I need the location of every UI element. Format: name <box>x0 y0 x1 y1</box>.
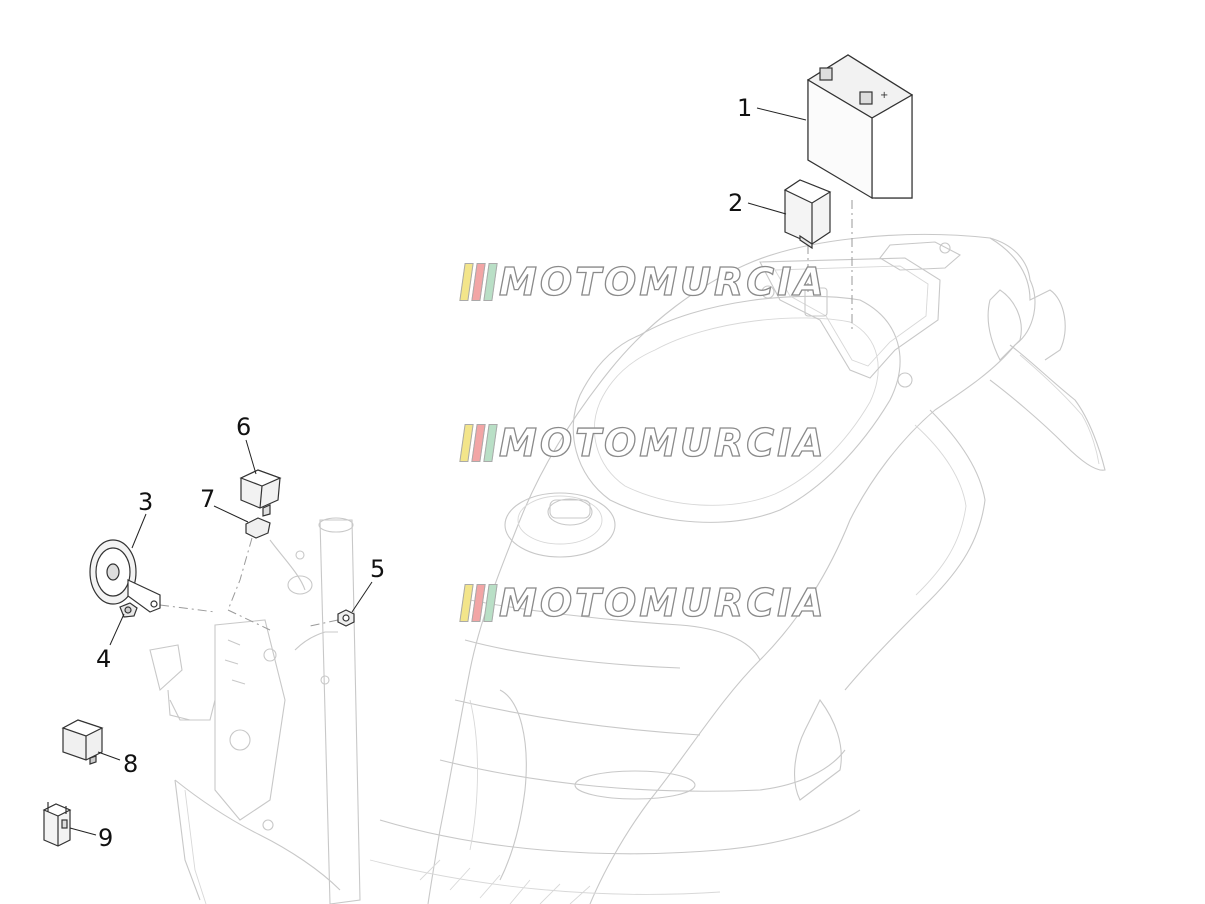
callout-6: 6 <box>236 413 251 441</box>
relay-module-part <box>783 179 832 250</box>
relay-block-part <box>61 719 104 765</box>
watermark-logo: MOTOMURCIA <box>459 260 827 304</box>
watermark-text: MOTOMURCIA <box>498 260 827 304</box>
watermark-logo: MOTOMURCIA <box>459 581 827 625</box>
callout-3: 3 <box>138 488 153 516</box>
callout-4: 4 <box>96 645 111 673</box>
svg-text:+: + <box>880 90 888 101</box>
watermark-stripes <box>459 424 498 462</box>
callout-labels: 1 2 3 4 5 6 7 8 9 <box>96 94 752 852</box>
battery-part: + <box>806 54 914 200</box>
leader-lines <box>69 107 807 836</box>
callout-1: 1 <box>737 94 752 122</box>
callout-5: 5 <box>370 555 385 583</box>
watermark-text: MOTOMURCIA <box>498 421 827 465</box>
callout-7: 7 <box>200 485 215 513</box>
callout-8: 8 <box>123 750 138 778</box>
flasher-relay-part <box>239 469 282 517</box>
assembly-lines <box>159 200 853 631</box>
watermark-stripes <box>459 584 498 622</box>
scooter-frame-drawing <box>149 233 1106 904</box>
callout-2: 2 <box>728 189 743 217</box>
clip-holder-part <box>42 802 72 847</box>
callout-9: 9 <box>98 824 113 852</box>
watermark-text: MOTOMURCIA <box>498 581 827 625</box>
watermark-logo: MOTOMURCIA <box>459 421 827 465</box>
watermark-stripes <box>459 263 498 301</box>
connector-part <box>245 517 271 539</box>
nut-part <box>337 609 355 627</box>
horn-part <box>89 539 161 613</box>
bolt-part <box>119 602 138 618</box>
